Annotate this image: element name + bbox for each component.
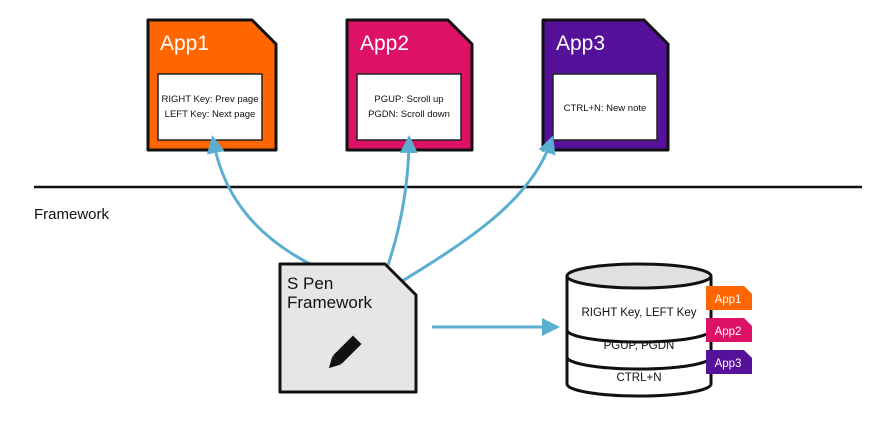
app3-card: App3 CTRL+N: New note: [541, 18, 670, 152]
keymap-database: RIGHT Key, LEFT Key PGUP, PGDN CTRL+N: [565, 262, 713, 398]
tag-app3: App3: [706, 350, 752, 374]
app2-title: App2: [360, 32, 409, 55]
app2-keymap-line1: PGUP: Scroll up: [374, 94, 443, 105]
tag-app1: App1: [706, 286, 752, 310]
database-row-3: CTRL+N: [616, 372, 661, 384]
arrow-to-app3: [393, 135, 556, 288]
app1-card: App1 RIGHT Key: Prev page LEFT Key: Next…: [146, 18, 278, 152]
database-row-2: PGUP, PGDN: [604, 340, 675, 352]
app2-keymap-line2: PGDN: Scroll down: [368, 109, 450, 120]
app2-card: App2 PGUP: Scroll up PGDN: Scroll down: [345, 18, 474, 152]
app3-keymap-box: [552, 73, 658, 141]
app1-keymap-line2: LEFT Key: Next page: [165, 109, 256, 120]
arrow-to-app2: [385, 135, 418, 269]
arrow-to-app1: [206, 135, 319, 270]
spen-label-line2: Framework: [287, 293, 373, 312]
tag-app2: App2: [706, 318, 752, 342]
app1-title: App1: [160, 32, 209, 55]
pen-icon: [328, 332, 365, 369]
app2-keymap-box: [356, 73, 462, 141]
tag-app1-label: App1: [715, 294, 742, 306]
app1-keymap-box: [157, 73, 263, 141]
database-row-1: RIGHT Key, LEFT Key: [581, 307, 696, 319]
framework-section-label: Framework: [34, 206, 110, 223]
spen-framework-box: S Pen Framework: [278, 262, 418, 394]
tag-app2-label: App2: [715, 326, 742, 338]
app3-title: App3: [556, 32, 605, 55]
app1-keymap-line1: RIGHT Key: Prev page: [162, 94, 259, 105]
spen-label-line1: S Pen: [287, 274, 333, 293]
app3-keymap-line1: CTRL+N: New note: [564, 103, 647, 114]
tag-app3-label: App3: [715, 358, 742, 370]
